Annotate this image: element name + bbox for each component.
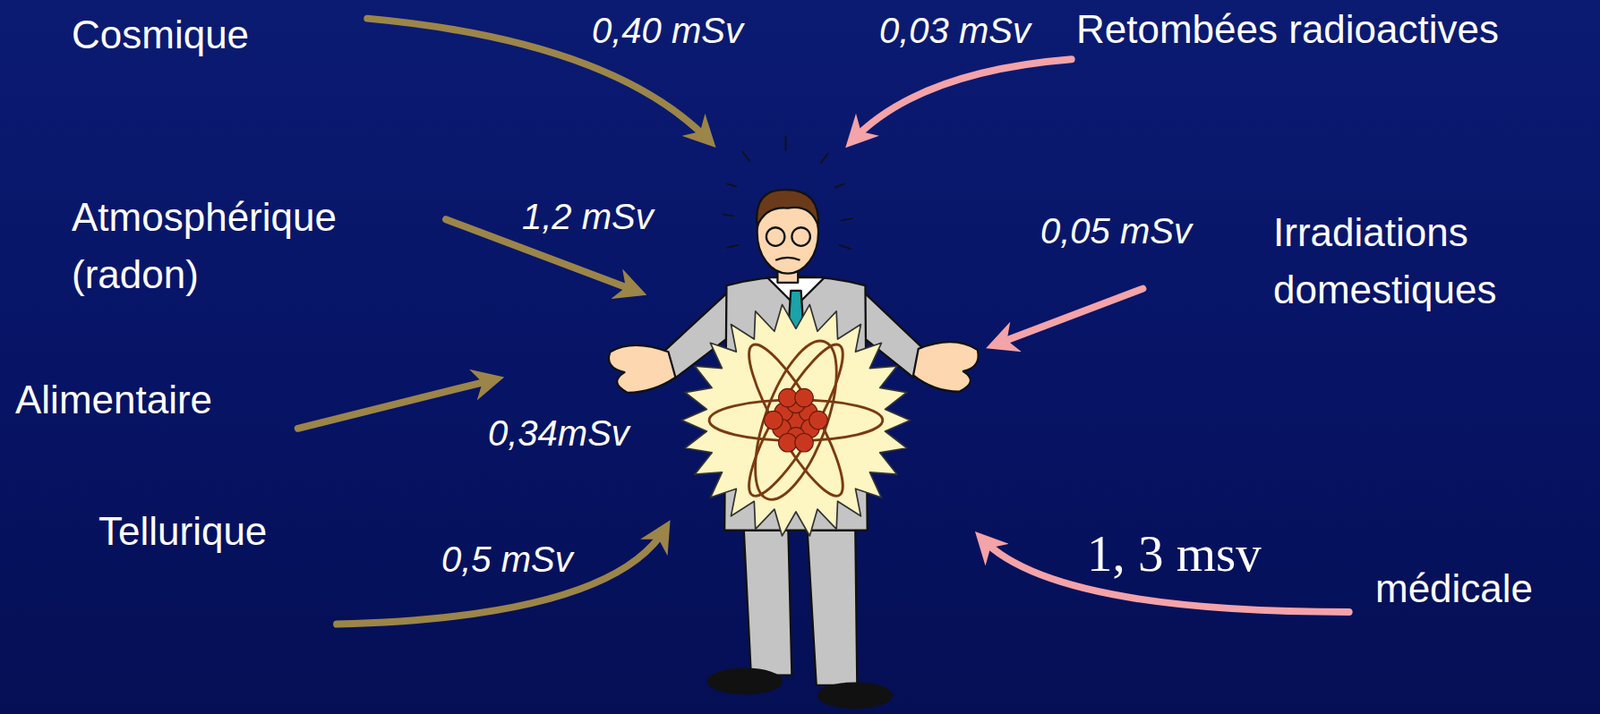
nucleon	[778, 433, 798, 453]
nucleon	[809, 410, 829, 430]
shoe	[708, 669, 782, 694]
shock-line	[820, 153, 829, 163]
dose-value: 0,05 mSv	[1040, 210, 1192, 252]
shock-line	[726, 245, 739, 249]
source-name: Retombées radioactives	[1076, 7, 1499, 53]
source-name: médicale	[1375, 566, 1533, 613]
dose-value: 0,03 mSv	[879, 9, 1031, 52]
nucleon	[764, 410, 784, 430]
nucleon	[795, 388, 814, 408]
shock-lines	[722, 136, 854, 250]
nucleon	[795, 433, 814, 453]
dose-value: 0,5 mSv	[441, 539, 574, 581]
hand	[913, 342, 979, 393]
radiation-burst	[681, 304, 910, 536]
source-arrow	[852, 59, 1072, 141]
shock-line	[785, 136, 788, 152]
shock-line	[834, 183, 845, 189]
atom-orbit	[738, 331, 854, 510]
dose-value: 1, 3 msv	[1086, 524, 1262, 584]
nucleon	[778, 388, 798, 408]
shock-line	[742, 151, 751, 162]
trouser-leg	[743, 510, 793, 676]
shock-line	[726, 183, 736, 187]
hand	[608, 345, 676, 394]
source-name: Irradiations domestiques	[1273, 204, 1578, 319]
source-arrow	[298, 379, 496, 429]
glasses	[766, 227, 786, 247]
source-name: Alimentaire	[15, 377, 213, 424]
shock-line	[840, 218, 854, 221]
source-arrow	[336, 528, 666, 625]
source-name: Tellurique	[98, 509, 267, 556]
shock-line	[838, 245, 852, 250]
hair	[756, 189, 819, 227]
atom-orbit	[735, 334, 857, 506]
man-figure	[608, 136, 979, 709]
atom-orbit	[735, 334, 857, 506]
source-arrow	[994, 289, 1143, 346]
atom-nucleus	[764, 388, 829, 453]
dose-value: 0,34mSv	[487, 412, 630, 454]
mouth	[775, 257, 800, 261]
dose-value: 1,2 mSv	[521, 196, 654, 238]
trouser-leg	[805, 510, 857, 686]
source-name: Atmosphérique (radon)	[71, 188, 368, 304]
atom-symbol	[709, 331, 883, 510]
source-name: Cosmique	[71, 12, 249, 59]
shock-line	[722, 213, 736, 216]
shoe	[818, 684, 892, 709]
dose-value: 0,40 mSv	[591, 9, 744, 52]
glasses	[791, 227, 811, 247]
